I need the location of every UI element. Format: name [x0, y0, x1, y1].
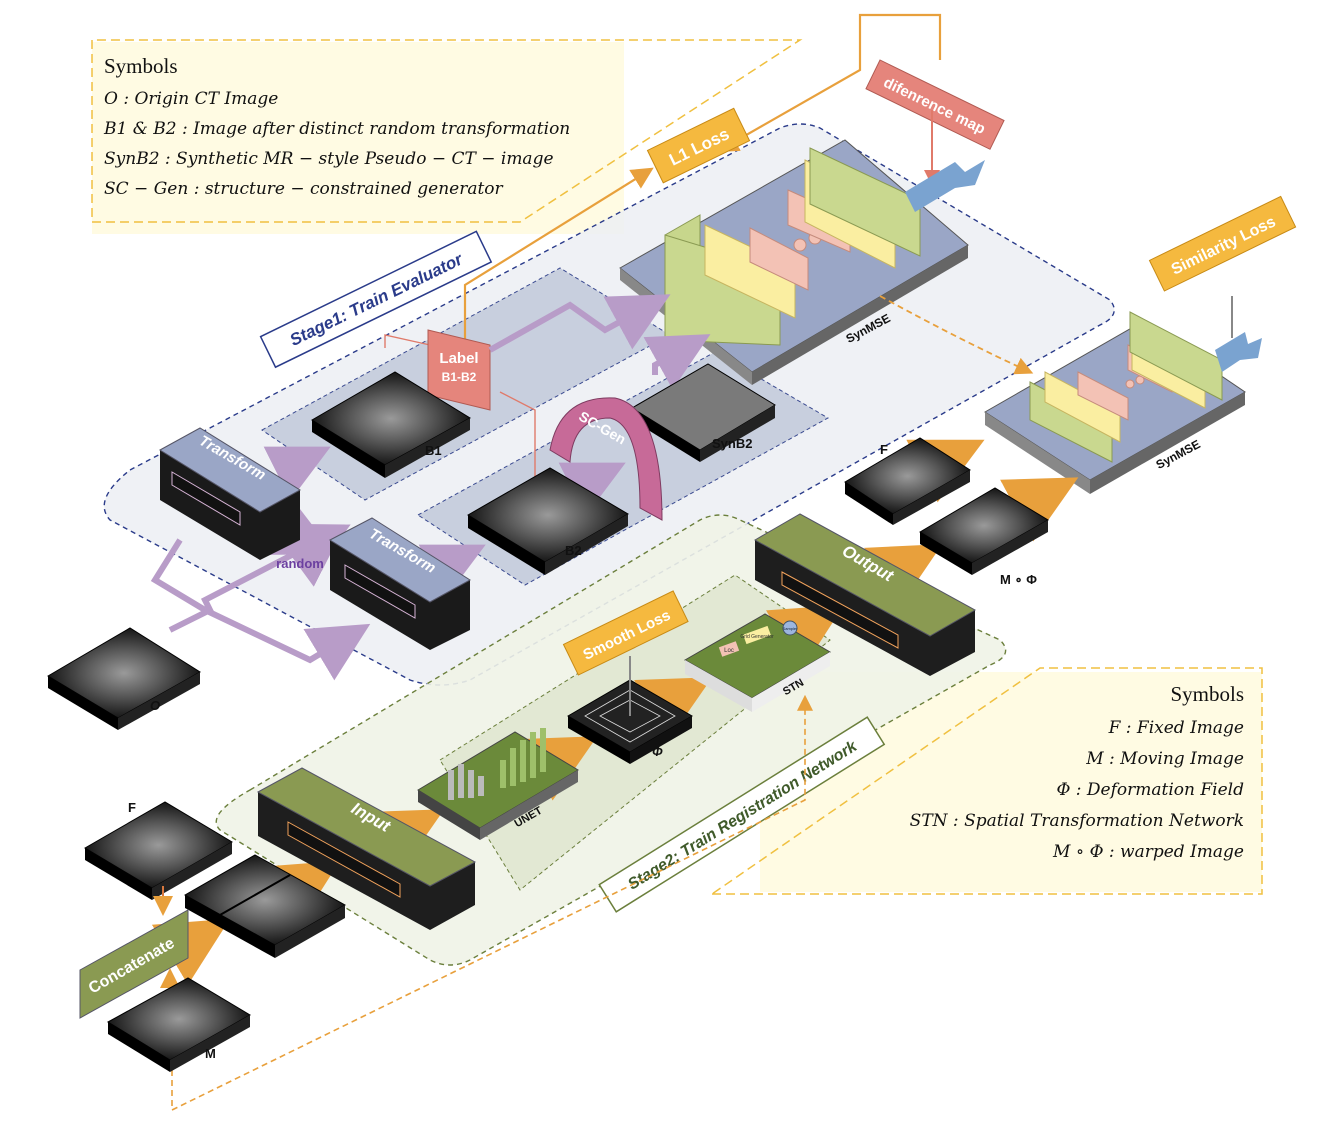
legend-item: SynB2 : Synthetic MR − style Pseudo − CT…	[104, 149, 554, 169]
ct-image-moving: M	[107, 977, 251, 1072]
ct-image-fixed-right: F	[844, 437, 971, 525]
ct-image-b1: B1	[311, 371, 471, 478]
synmse-evaluator: SynMSE	[619, 139, 985, 385]
fixed-label-left: F	[128, 800, 136, 815]
synb2-label: SynB2	[712, 436, 752, 451]
legend-item: STN : Spatial Transformation Network	[909, 811, 1244, 831]
legend-title: Symbols	[1170, 682, 1244, 706]
ct-image-origin: O	[47, 627, 201, 730]
legend-top-border	[91, 39, 803, 223]
ct-image-b2: B2	[467, 467, 629, 575]
legend-item: Φ : Deformation Field	[1056, 780, 1244, 800]
legend-item: M : Moving Image	[1086, 749, 1244, 769]
fixed-label-right: F	[880, 442, 888, 457]
legend-item: F : Fixed Image	[1108, 718, 1244, 738]
random-label: random	[276, 556, 324, 571]
phi-label: Φ	[652, 744, 663, 759]
b2-label: B2	[565, 543, 582, 558]
grid-generator-label: Grid Generator	[740, 634, 774, 640]
loc-label: Loc	[724, 648, 734, 654]
legend-title: Symbols	[104, 54, 178, 78]
ct-image-synb2: SynB2	[631, 363, 776, 462]
origin-label: O	[150, 698, 160, 713]
unet-block: UNET	[417, 728, 579, 840]
warped-label: M ∘ Φ	[1000, 572, 1037, 587]
l1-loss-connector	[463, 13, 942, 340]
label-line2: B1-B2	[442, 370, 477, 384]
moving-dashed-route	[171, 694, 813, 1112]
legend-item: B1 & B2 : Image after distinct random tr…	[104, 119, 571, 139]
legend-bottom-border	[711, 667, 1263, 895]
l1-loss-label: L1 Loss	[646, 107, 751, 184]
moving-label: M	[205, 1046, 216, 1061]
output-block: Output	[753, 513, 977, 676]
label-b1-b2-box: Label B1-B2	[384, 329, 536, 500]
symbols-legend-top: Symbols O : Origin CT Image B1 & B2 : Im…	[92, 42, 624, 234]
b1-label: B1	[425, 443, 442, 458]
sampler-label: Sampler	[783, 626, 799, 631]
legend-item: O : Origin CT Image	[104, 89, 279, 109]
legend-item: SC − Gen : structure − constrained gener…	[104, 179, 503, 199]
input-block: Input	[256, 767, 477, 930]
synmse-link-dashed	[879, 295, 1034, 375]
ct-image-fixed-left: F	[84, 800, 233, 900]
ct-image-warped: M ∘ Φ	[919, 487, 1049, 587]
label-line1: Label	[439, 350, 478, 367]
legend-item: M ∘ Φ : warped Image	[1053, 842, 1244, 862]
similarity-loss-label: Similarity Loss	[1148, 195, 1297, 292]
difference-map-label: difenrence map	[865, 59, 1005, 150]
concatenated-images	[183, 854, 347, 958]
